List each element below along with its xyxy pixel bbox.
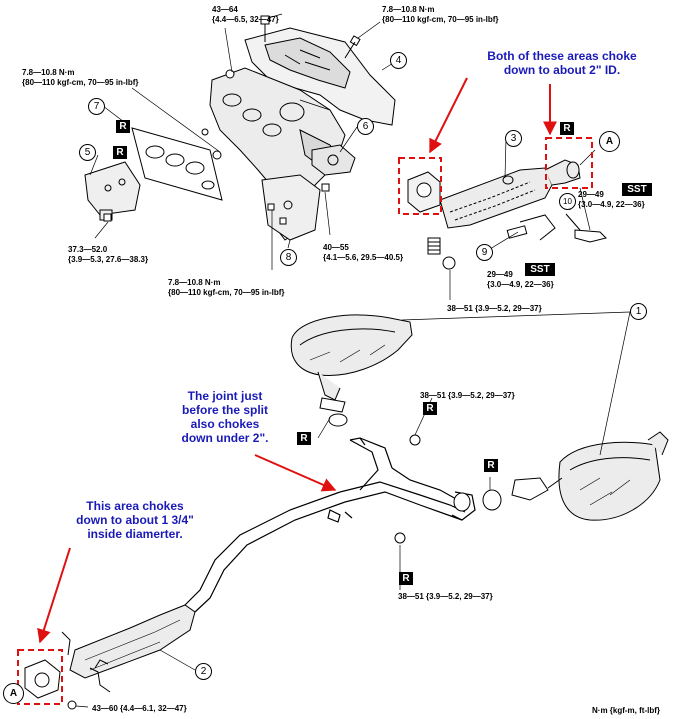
spec-lower-bracket-bolt: 7.8—10.8 N·m {80—110 kgf-cm, 70—95 in-lb… xyxy=(168,278,285,298)
part-number-5: 5 xyxy=(79,144,96,161)
spec-manifold-nut: 43—64 {4.4—6.5, 32—47} xyxy=(212,5,279,25)
part-number-1: 1 xyxy=(630,303,647,320)
spring-bolt xyxy=(427,237,456,270)
spec-front-o2-sensor: 29—49 {3.0—4.9, 22—36} xyxy=(487,270,554,290)
spec-rear-o2-sensor: 29—49 {3.0—4.9, 22—36} xyxy=(578,190,645,210)
front-flange-left xyxy=(24,631,71,699)
manifold-sensor-flange xyxy=(311,144,356,176)
note-line: before the split xyxy=(181,403,268,417)
annotation-arrows xyxy=(37,77,557,644)
note-line: also chokes xyxy=(190,417,260,431)
note-line: inside diamerter. xyxy=(87,527,183,541)
special-tool-badge: SST xyxy=(525,263,555,276)
part-number-6: 6 xyxy=(357,118,374,135)
note-line: down under 2". xyxy=(181,431,269,445)
special-tool-badge: SST xyxy=(622,183,652,196)
part-number-8: 8 xyxy=(280,249,297,266)
spec-line: {4.1—5.6, 29.5—40.5} xyxy=(323,253,404,262)
note-line: Both of these areas choke xyxy=(487,49,637,63)
spec-front-flange-nut: 43—60 {4.4—6.1, 32—47} xyxy=(92,704,187,713)
spec-line: 7.8—10.8 N·m xyxy=(168,278,221,287)
spec-line: {80—110 kgf-cm, 70—95 in-lbf} xyxy=(382,15,499,24)
units-legend: N·m {kgf-m, ft-lbf} xyxy=(592,706,660,715)
spec-line: 7.8—10.8 N·m xyxy=(382,5,435,14)
manifold-gasket xyxy=(131,127,223,201)
replace-badge: R xyxy=(560,122,574,135)
center-pipe-assembly xyxy=(184,437,476,613)
connection-callout-a: A xyxy=(599,131,620,152)
part-number-3: 3 xyxy=(505,130,522,147)
spec-flange-bolt: 40—55 {4.1—5.6, 29.5—40.5} xyxy=(323,243,403,263)
note-left-choke: This area chokes down to about 1 3/4" in… xyxy=(55,499,215,541)
heat-shield xyxy=(244,27,396,126)
spec-line: {3.0—4.9, 22—36} xyxy=(487,280,554,289)
replace-badge: R xyxy=(399,572,413,585)
replace-badge: R xyxy=(423,402,437,415)
front-pipe-flange xyxy=(407,171,441,213)
spec-line: {3.0—4.9, 22—36} xyxy=(578,200,645,209)
front-catalytic-pipe xyxy=(439,159,581,229)
support-bracket xyxy=(84,161,141,221)
spec-line: {80—110 kgf-cm, 70—95 in-lbf} xyxy=(168,288,285,297)
highlight-boxes xyxy=(17,137,593,705)
upper-muffler xyxy=(290,314,413,427)
note-line: down to about 1 3/4" xyxy=(76,513,194,527)
spec-line: {4.4—6.5, 32—47} xyxy=(212,15,279,24)
oxygen-sensors xyxy=(506,213,607,243)
spec-line: 40—55 xyxy=(323,243,349,252)
part-number-9: 9 xyxy=(476,244,493,261)
replace-badge: R xyxy=(113,146,127,159)
replace-badge: R xyxy=(484,459,498,472)
leader-lines xyxy=(75,13,631,708)
spec-line: {80—110 kgf-cm, 70—95 in-lbf} xyxy=(22,78,139,87)
note-line: down to about 2" ID. xyxy=(503,63,621,77)
note-split-joint: The joint just before the split also cho… xyxy=(160,389,290,445)
spec-line: {3.9—5.3, 27.6—38.3} xyxy=(68,255,149,264)
replace-badge: R xyxy=(297,432,311,445)
spec-manifold-stud: 7.8—10.8 N·m {80—110 kgf-cm, 70—95 in-lb… xyxy=(22,68,139,88)
note-line: The joint just xyxy=(187,389,263,403)
part-number-4: 4 xyxy=(390,52,407,69)
spec-line: 29—49 xyxy=(578,190,604,199)
spec-bracket-bolt: 37.3—52.0 {3.9—5.3, 27.6—38.3} xyxy=(68,245,148,265)
center-catalytic-pipe xyxy=(69,604,196,693)
replace-badge: R xyxy=(116,120,130,133)
spec-line: 43—64 xyxy=(212,5,238,14)
spec-center-pipe-nut: 38—51 {3.9—5.2, 29—37} xyxy=(398,592,493,601)
note-top-choke: Both of these areas choke down to about … xyxy=(447,49,677,77)
part-number-7: 7 xyxy=(88,98,105,115)
spec-line: 7.8—10.8 N·m xyxy=(22,68,75,77)
note-line: This area chokes xyxy=(86,499,184,513)
spec-line: 29—49 xyxy=(487,270,513,279)
rear-muffler xyxy=(482,431,669,521)
part-number-10: 10 xyxy=(559,193,576,210)
spec-line: 37.3—52.0 xyxy=(68,245,108,254)
spec-front-pipe-nut: 38—51 {3.9—5.2, 29—37} xyxy=(447,304,542,313)
lower-bracket xyxy=(261,174,321,241)
part-number-2: 2 xyxy=(195,663,212,680)
connection-callout-a: A xyxy=(3,683,24,704)
spec-muffler-joint-nut: 38—51 {3.9—5.2, 29—37} xyxy=(420,391,515,400)
spec-heat-shield-bolt: 7.8—10.8 N·m {80—110 kgf-cm, 70—95 in-lb… xyxy=(382,5,499,25)
